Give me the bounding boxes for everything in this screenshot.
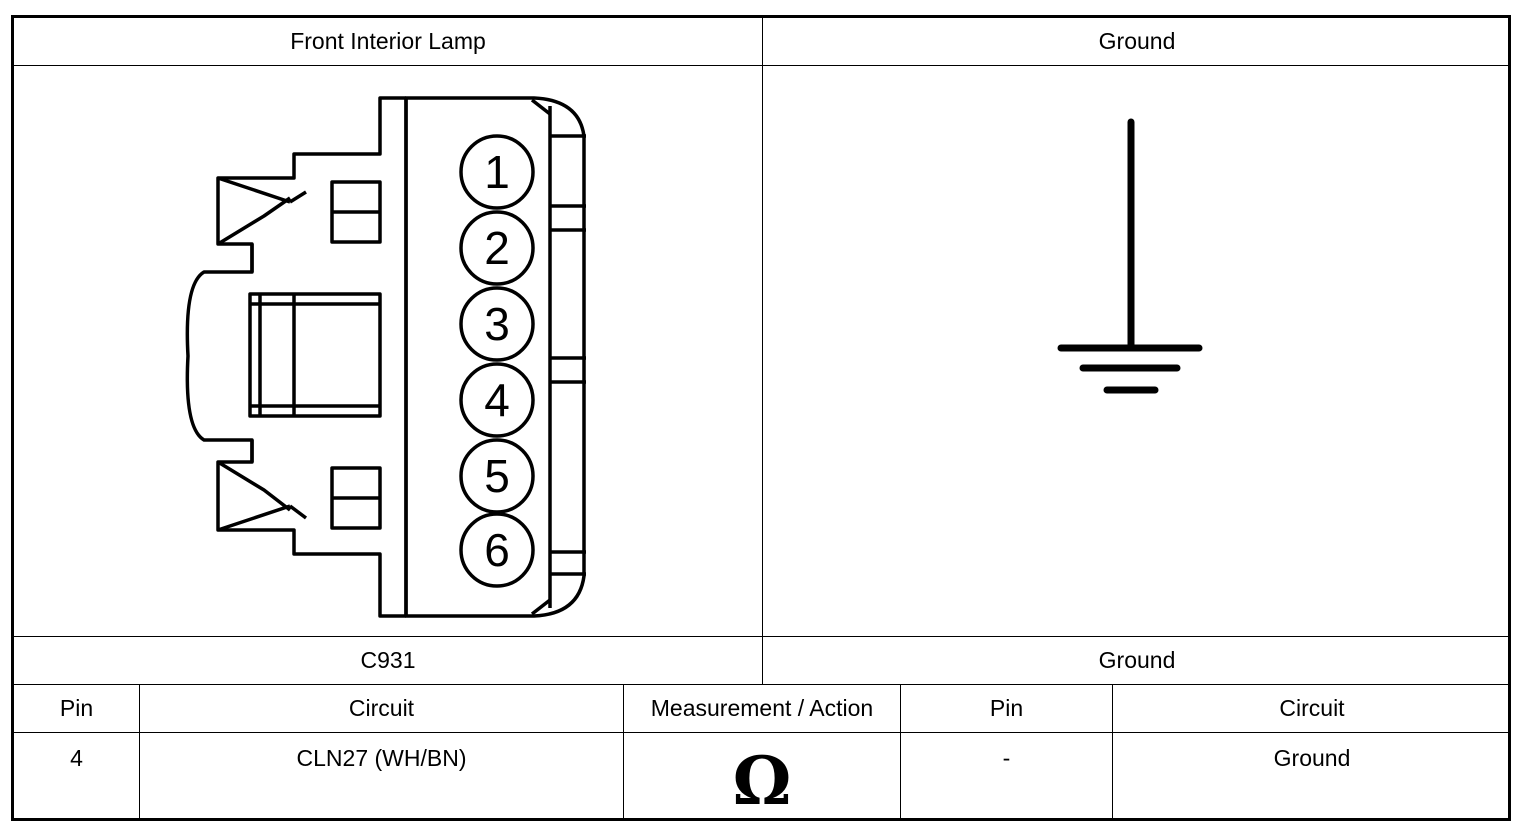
divider [14, 684, 1511, 685]
column-header-measurement: Measurement / Action [650, 695, 874, 721]
row-pin: 4 [70, 745, 83, 771]
row-circuit: CLN27 (WH/BN) [296, 745, 467, 771]
ground-symbol-icon [1057, 118, 1203, 394]
column-header-circuit-2: Circuit [1279, 695, 1345, 721]
column-header-circuit: Circuit [348, 695, 415, 721]
divider [14, 732, 1511, 733]
ground-title: Ground [1098, 28, 1176, 54]
divider [623, 684, 624, 821]
pin-label: 4 [484, 374, 510, 426]
connector-name: C931 [360, 647, 416, 673]
pin-label: 2 [484, 222, 510, 274]
column-header-pin: Pin [59, 695, 94, 721]
divider [762, 18, 763, 684]
divider [900, 684, 901, 821]
connector-title: Front Interior Lamp [290, 28, 486, 54]
pin-label: 5 [484, 450, 510, 502]
ohm-icon: Ω [732, 742, 792, 820]
divider [1112, 684, 1113, 821]
pin-label: 1 [484, 146, 510, 198]
pin-circles [459, 134, 535, 588]
divider [139, 684, 140, 821]
column-header-pin-2: Pin [989, 695, 1024, 721]
row-pin-2: - [1002, 745, 1011, 771]
connector-body-outline [185, 96, 586, 618]
pin-label: 6 [484, 524, 510, 576]
connector-c931-diagram: 1 2 3 4 5 6 [185, 96, 586, 618]
row-circuit-2: Ground [1273, 745, 1351, 771]
pin-label: 3 [484, 298, 510, 350]
ground-label: Ground [1098, 647, 1176, 673]
pinout-sheet: Front Interior Lamp Ground [11, 15, 1511, 821]
